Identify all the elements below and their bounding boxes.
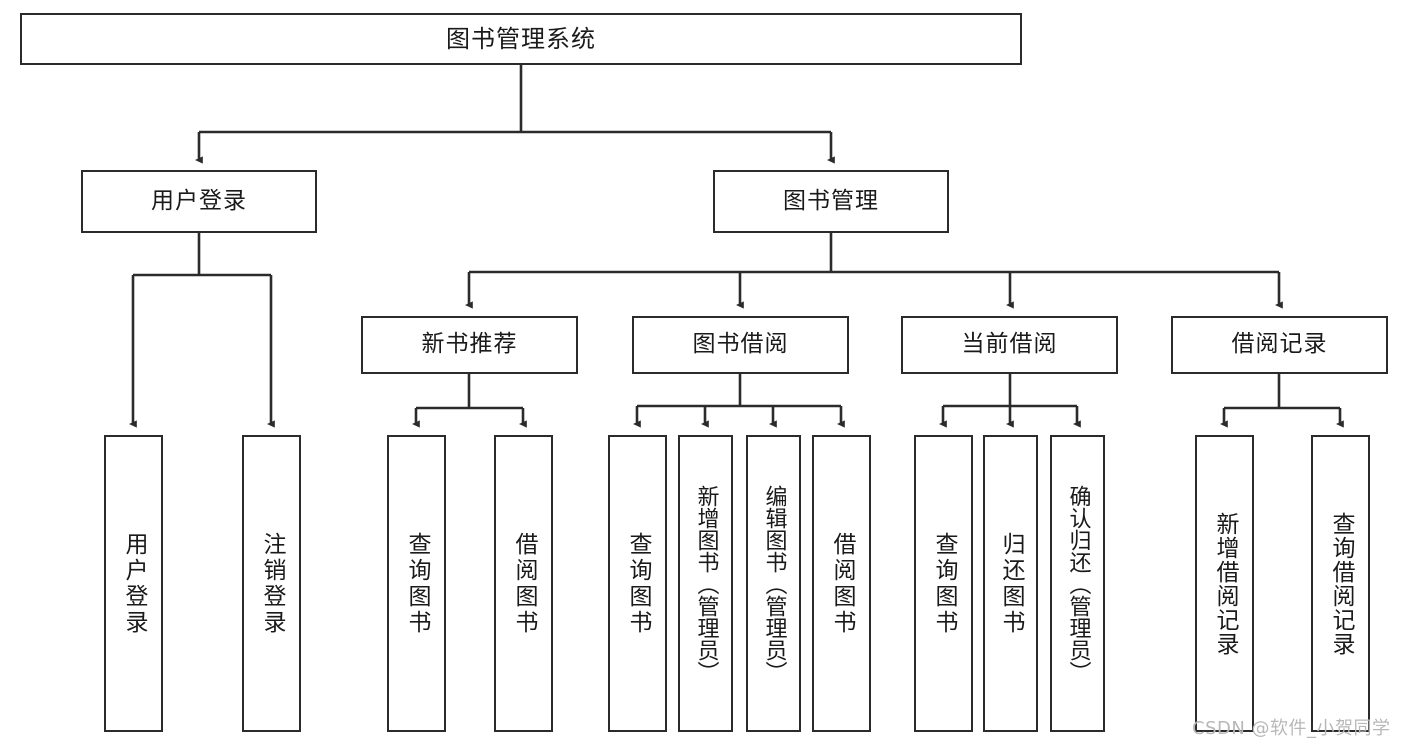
node-new-book-recommend[interactable]: 新书推荐 — [361, 316, 578, 374]
leaf-logout-label: 注销登录 — [259, 531, 285, 636]
leaf-confirm-return[interactable]: 确认归还（管理员） — [1050, 435, 1105, 732]
leaf-borrow-book-1[interactable]: 借阅图书 — [494, 435, 553, 732]
leaf-edit-book[interactable]: 编辑图书（管理员） — [746, 435, 801, 732]
leaf-add-record-label: 新增借阅记录 — [1212, 511, 1238, 656]
leaf-borrow-book-2[interactable]: 借阅图书 — [812, 435, 871, 732]
leaf-query-record[interactable]: 查询借阅记录 — [1311, 435, 1370, 732]
leaf-add-book-label: 新增图书（管理员） — [693, 484, 719, 683]
leaf-logout[interactable]: 注销登录 — [242, 435, 301, 732]
leaf-user-login[interactable]: 用户登录 — [104, 435, 163, 732]
csdn-watermark: CSDN @软件_小贺同学 — [1192, 718, 1391, 739]
leaf-add-record[interactable]: 新增借阅记录 — [1195, 435, 1254, 732]
node-book-management[interactable]: 图书管理 — [713, 170, 949, 233]
leaf-query-book-1[interactable]: 查询图书 — [387, 435, 446, 732]
node-current-borrow[interactable]: 当前借阅 — [901, 316, 1118, 374]
leaf-confirm-return-label: 确认归还（管理员） — [1065, 484, 1091, 683]
leaf-query-book-3[interactable]: 查询图书 — [914, 435, 973, 732]
node-book-borrow[interactable]: 图书借阅 — [632, 316, 849, 374]
node-user-login[interactable]: 用户登录 — [81, 170, 317, 233]
leaf-borrow-book-2-label: 借阅图书 — [829, 531, 855, 636]
leaf-return-book[interactable]: 归还图书 — [983, 435, 1038, 732]
leaf-add-book[interactable]: 新增图书（管理员） — [678, 435, 733, 732]
leaf-return-book-label: 归还图书 — [998, 531, 1024, 636]
leaf-query-book-2-label: 查询图书 — [625, 531, 651, 636]
leaf-user-login-label: 用户登录 — [121, 531, 147, 636]
leaf-query-book-2[interactable]: 查询图书 — [608, 435, 667, 732]
node-root-system[interactable]: 图书管理系统 — [20, 13, 1022, 65]
leaf-query-book-3-label: 查询图书 — [931, 531, 957, 636]
leaf-query-book-1-label: 查询图书 — [404, 531, 430, 636]
leaf-borrow-book-1-label: 借阅图书 — [511, 531, 537, 636]
node-borrow-record[interactable]: 借阅记录 — [1171, 316, 1388, 374]
leaf-edit-book-label: 编辑图书（管理员） — [761, 484, 787, 683]
leaf-query-record-label: 查询借阅记录 — [1328, 511, 1354, 656]
